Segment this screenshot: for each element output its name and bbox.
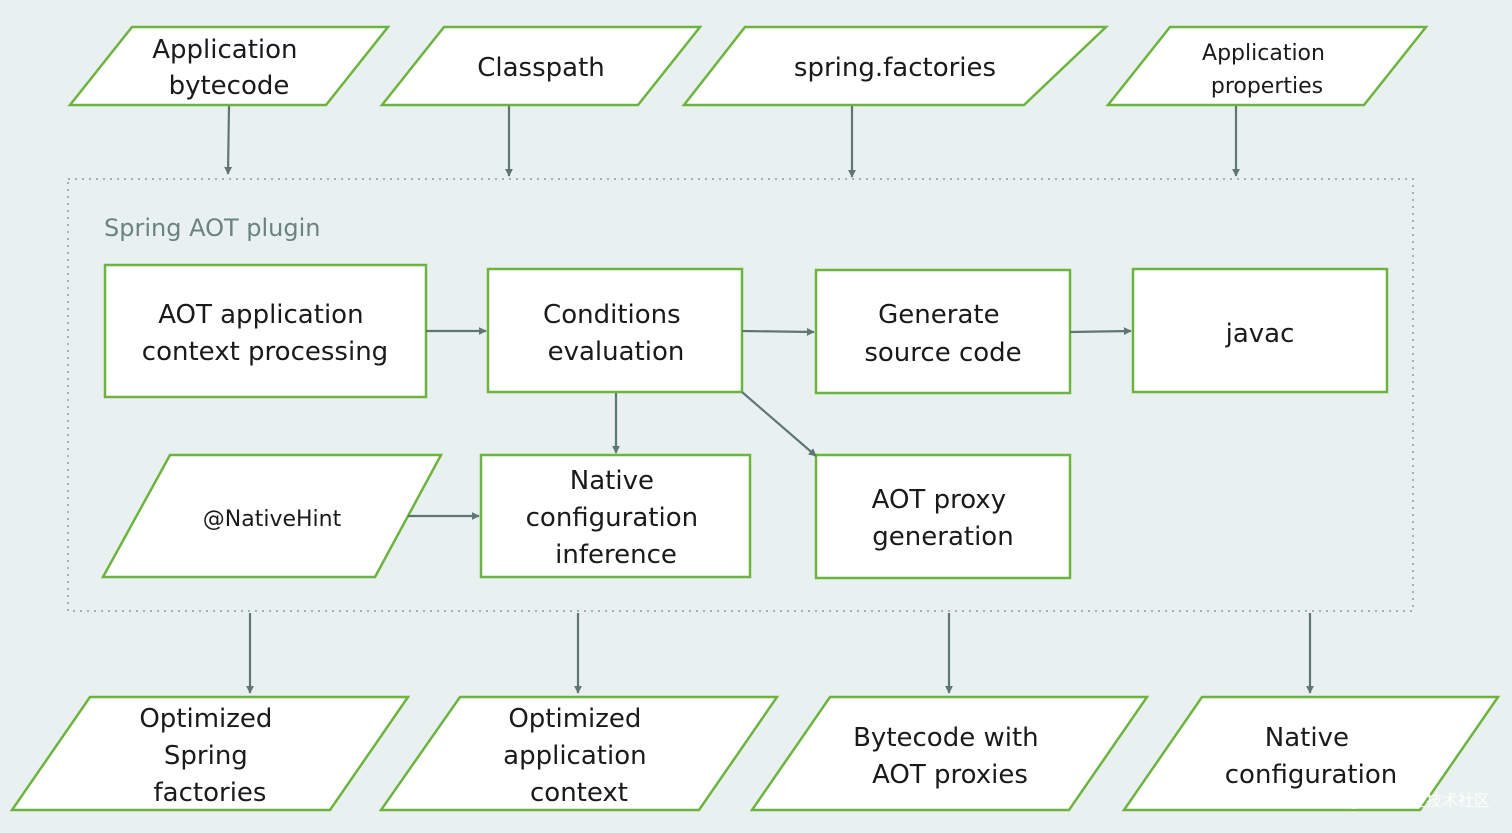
aot-proxy-generation-label: AOT proxy generation (872, 485, 1015, 552)
output-optimized-spring-factories: Optimized Spring factories (9, 695, 411, 812)
javac-box: javac (1131, 267, 1389, 394)
input-spring-factories-label: spring.factories (794, 53, 996, 83)
output-bytecode-with-aot-proxies-label: Bytecode with AOT proxies (853, 723, 1047, 790)
aot-proxy-generation-box: AOT proxy generation (814, 453, 1072, 580)
conditions-evaluation-box: Conditions evaluation (486, 267, 744, 394)
input-spring-factories: spring.factories (681, 25, 1110, 107)
generate-source-code-label: Generate source code (864, 300, 1021, 368)
conditions-evaluation-label: Conditions evaluation (543, 300, 689, 367)
native-hint-label: @NativeHint (203, 507, 342, 532)
arrow-bytecode-in (224, 105, 233, 175)
input-application-bytecode: Application bytecode (67, 25, 391, 107)
input-application-properties: Application properties (1105, 25, 1429, 107)
native-configuration-inference-label: Native configuration inference (526, 466, 707, 570)
arrow-generate-to-javac (1069, 327, 1132, 336)
generate-source-code-box: Generate source code (814, 268, 1072, 395)
input-classpath-label: Classpath (477, 53, 605, 83)
output-optimized-spring-factories-label: Optimized Spring factories (139, 704, 280, 808)
input-application-bytecode-label: Application bytecode (152, 35, 306, 101)
aot-context-processing-box: AOT application context processing (103, 263, 428, 399)
output-optimized-application-context: Optimized application context (378, 695, 780, 812)
arrow-conditions-to-generate (741, 327, 815, 336)
output-native-configuration: Native configuration (1121, 695, 1501, 812)
output-native-configuration-label: Native configuration (1225, 723, 1397, 790)
watermark-text: @稀土掘金技术社区 (1346, 791, 1490, 810)
input-classpath: Classpath (379, 25, 703, 107)
plugin-frame (67, 178, 1414, 612)
plugin-title: Spring AOT plugin (104, 214, 320, 242)
output-bytecode-with-aot-proxies: Bytecode with AOT proxies (749, 695, 1150, 812)
output-optimized-application-context-label: Optimized application context (503, 704, 655, 808)
aot-context-processing-label: AOT application context processing (142, 300, 388, 367)
javac-label: javac (1225, 319, 1295, 349)
native-hint-node: @NativeHint (100, 453, 444, 579)
input-application-properties-label: Application properties (1202, 41, 1332, 99)
arrow-conditions-to-proxy (741, 391, 817, 457)
native-configuration-inference-box: Native configuration inference (479, 453, 752, 579)
